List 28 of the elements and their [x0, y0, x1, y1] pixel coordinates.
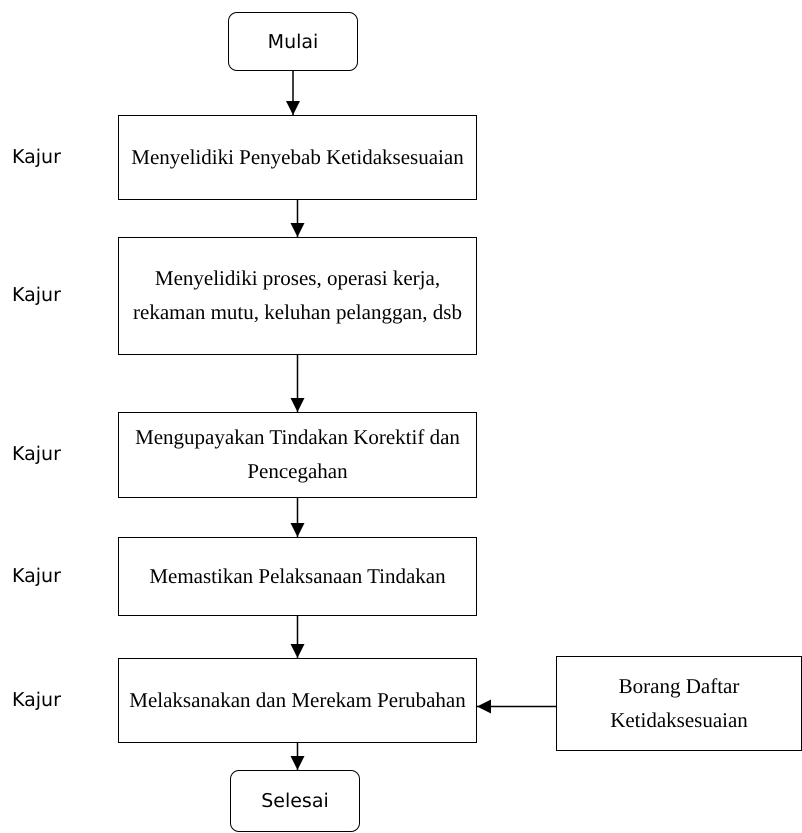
process-box [118, 537, 477, 616]
node-text: Mulai [268, 30, 318, 52]
arrow [290, 616, 304, 658]
role-label: Kajur [12, 443, 61, 465]
arrow [290, 200, 304, 237]
role-label: Kajur [12, 146, 61, 168]
role-label: Kajur [12, 284, 61, 306]
arrow [290, 355, 304, 412]
arrow [286, 71, 300, 115]
process-box [118, 115, 477, 200]
role-label: Kajur [12, 688, 61, 710]
node-text: Borang Daftar Ketidaksesuaian [609, 672, 749, 734]
terminal-box [228, 12, 358, 71]
process-box [118, 658, 477, 743]
node-text: Memastikan Pelaksanaan Tindakan [149, 562, 446, 590]
process-box [556, 656, 802, 751]
arrow [290, 498, 304, 537]
arrow [477, 700, 556, 714]
arrow [290, 743, 304, 770]
process-box [118, 412, 477, 498]
node-text: Mengupayakan Tindakan Korektif dan Pencegahan [134, 424, 461, 485]
node-text: Selesai [261, 790, 329, 812]
node-text: Menyelidiki Penyebab Ketidaksesuaian [131, 144, 464, 171]
process-box [118, 237, 477, 355]
terminal-box [230, 770, 360, 832]
node-text: Menyelidiki proses, operasi kerja, rekaman mutu, keluhan pelanggan, dsb [132, 265, 463, 326]
node-text: Melaksanakan dan Merekam Perubahan [129, 686, 466, 714]
role-label: Kajur [12, 564, 61, 586]
